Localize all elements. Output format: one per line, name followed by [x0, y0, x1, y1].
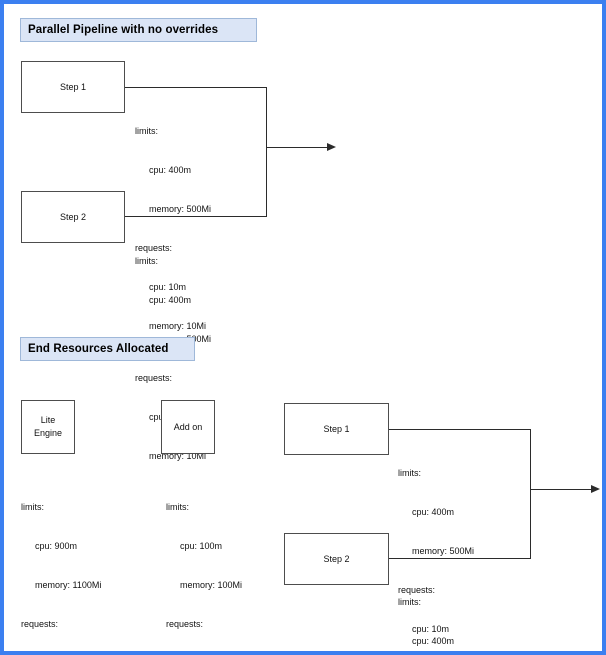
section-badge-end-resources: End Resources Allocated: [20, 337, 195, 361]
node-lite-engine[interactable]: Lite Engine: [21, 400, 75, 454]
node-top-step-1[interactable]: Step 1: [21, 61, 125, 113]
node-top-step-2[interactable]: Step 2: [21, 191, 125, 243]
limits-memory: memory: 1100Mi: [35, 580, 102, 590]
section-badge-parallel-pipeline: Parallel Pipeline with no overrides: [20, 18, 257, 42]
edge-bottom-step2-horizontal: [389, 558, 531, 560]
limits-label: limits:: [21, 502, 44, 512]
limits-memory: memory: 500Mi: [412, 546, 475, 556]
edge-bottom-step1-horizontal: [389, 429, 531, 431]
node-lite-engine-label-line2: Engine: [33, 428, 63, 438]
requests-memory: memory: 10Mi: [149, 321, 207, 331]
edge-bottom-junction-vertical: [530, 429, 532, 559]
limits-cpu: cpu: 400m: [412, 507, 455, 517]
requests-label: requests:: [135, 243, 173, 253]
edge-top-step1-horizontal: [125, 87, 267, 89]
resources-bottom-step-2: limits: cpu: 400m memory: 500Mi requests…: [398, 570, 474, 651]
limits-cpu: cpu: 400m: [149, 295, 192, 305]
node-add-on[interactable]: Add on: [161, 400, 215, 454]
arrow-head-bottom-output: [591, 485, 600, 493]
limits-cpu: cpu: 900m: [35, 541, 78, 551]
limits-cpu: cpu: 400m: [412, 636, 455, 646]
limits-label: limits:: [135, 126, 158, 136]
arrow-head-top-output: [327, 143, 336, 151]
limits-label: limits:: [166, 502, 189, 512]
resources-top-step-1: limits: cpu: 400m memory: 500Mi requests…: [135, 99, 211, 359]
limits-memory: memory: 500Mi: [149, 204, 212, 214]
limits-cpu: cpu: 400m: [149, 165, 192, 175]
edge-bottom-output-arrow-line: [530, 489, 592, 491]
requests-label: requests:: [21, 619, 59, 629]
limits-label: limits:: [398, 597, 421, 607]
limits-label: limits:: [398, 468, 421, 478]
requests-memory: memory: 10Mi: [149, 451, 207, 461]
limits-cpu: cpu: 100m: [180, 541, 223, 551]
requests-label: requests:: [135, 373, 173, 383]
node-lite-engine-label-line1: Lite: [40, 415, 56, 425]
requests-cpu: cpu: 10m: [412, 624, 450, 634]
resources-add-on: limits: cpu: 100m memory: 100Mi requests…: [166, 475, 243, 651]
resources-lite-engine: limits: cpu: 900m memory: 1100Mi request…: [21, 475, 102, 651]
edge-top-output-arrow-line: [266, 147, 328, 149]
resources-bottom-step-1: limits: cpu: 400m memory: 500Mi requests…: [398, 441, 475, 651]
edge-top-step2-horizontal: [125, 216, 267, 218]
requests-cpu: cpu: 10m: [149, 282, 187, 292]
requests-label: requests:: [166, 619, 204, 629]
limits-memory: memory: 100Mi: [180, 580, 243, 590]
node-bottom-step-2[interactable]: Step 2: [284, 533, 389, 585]
edge-top-junction-vertical: [266, 87, 268, 217]
node-bottom-step-1[interactable]: Step 1: [284, 403, 389, 455]
limits-label: limits:: [135, 256, 158, 266]
requests-label: requests:: [398, 585, 436, 595]
